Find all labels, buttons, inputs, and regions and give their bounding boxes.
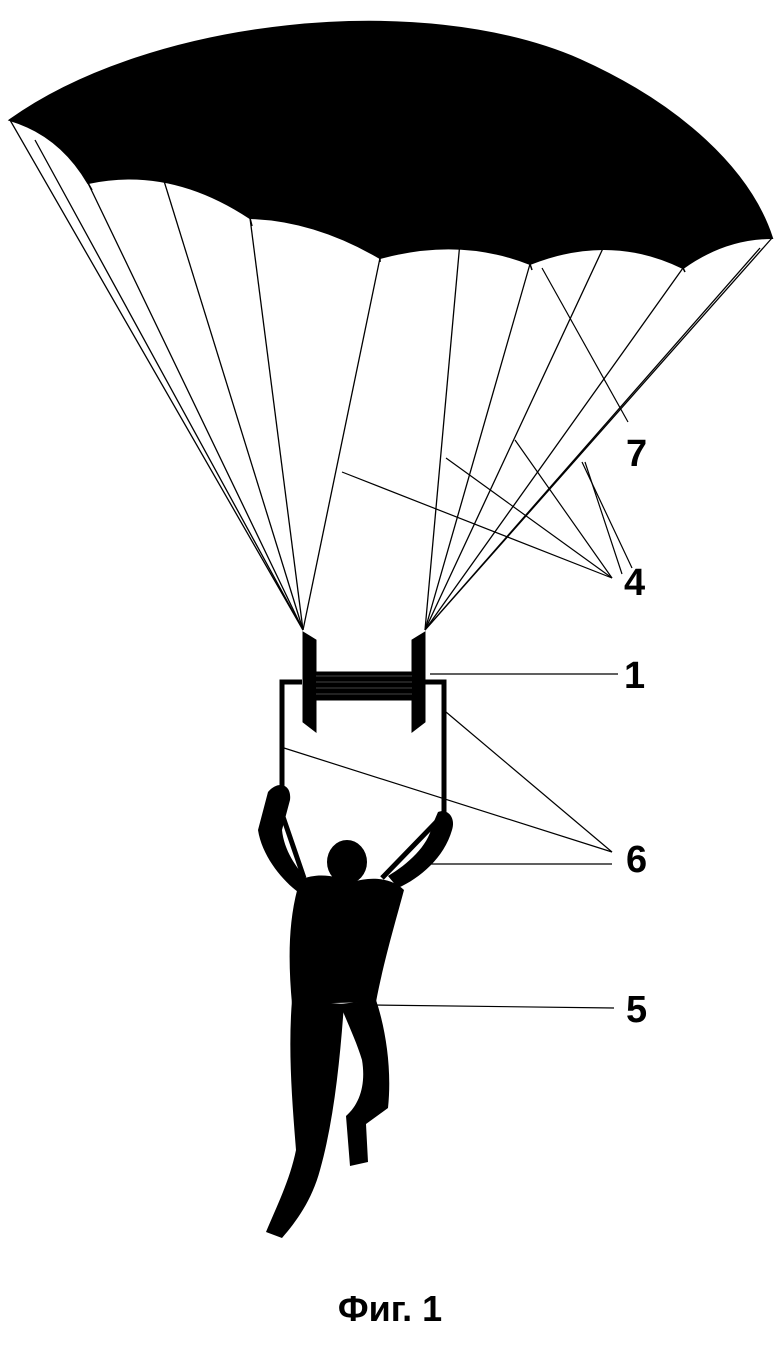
callout-5: 5 (626, 989, 647, 1031)
callout-labels: 7 4 1 6 5 (624, 433, 647, 1031)
suspension-line (249, 217, 304, 631)
suspension-line (424, 267, 684, 631)
suspension-line (159, 167, 304, 631)
left-leg (266, 1000, 344, 1238)
suspension-line (9, 119, 304, 631)
right-arm (388, 811, 454, 888)
callout-6: 6 (626, 839, 647, 881)
leader-4 (445, 457, 613, 579)
suspension-lines (9, 119, 773, 631)
connecting-device (302, 631, 426, 734)
frame-outline (279, 679, 447, 812)
leader-4 (341, 471, 613, 579)
leader-6 (283, 747, 613, 853)
leader-4 (514, 439, 613, 579)
parachute-canopy (7, 20, 774, 273)
torso (289, 875, 404, 1004)
callout-1: 1 (624, 655, 645, 697)
leader-5 (371, 1004, 615, 1009)
person-silhouette (258, 785, 454, 1238)
leader-7 (541, 267, 629, 423)
suspension-line (424, 263, 531, 631)
suspension-line (87, 182, 304, 631)
suspension-line (302, 257, 381, 631)
leader-4 (581, 461, 633, 569)
cross-bar (302, 671, 426, 701)
head (327, 840, 367, 884)
suspension-line (34, 139, 304, 631)
callout-7: 7 (626, 433, 647, 475)
suspension-line (424, 237, 773, 631)
figure-caption: Фиг. 1 (337, 1288, 443, 1329)
canopy-fill (7, 20, 774, 270)
suspension-line (424, 241, 461, 631)
suspension-line (424, 243, 606, 631)
left-arm (258, 785, 308, 892)
callout-4: 4 (624, 562, 645, 604)
leader-6 (445, 711, 613, 853)
right-leg (340, 1000, 390, 1166)
callout-leaders (283, 267, 633, 1009)
